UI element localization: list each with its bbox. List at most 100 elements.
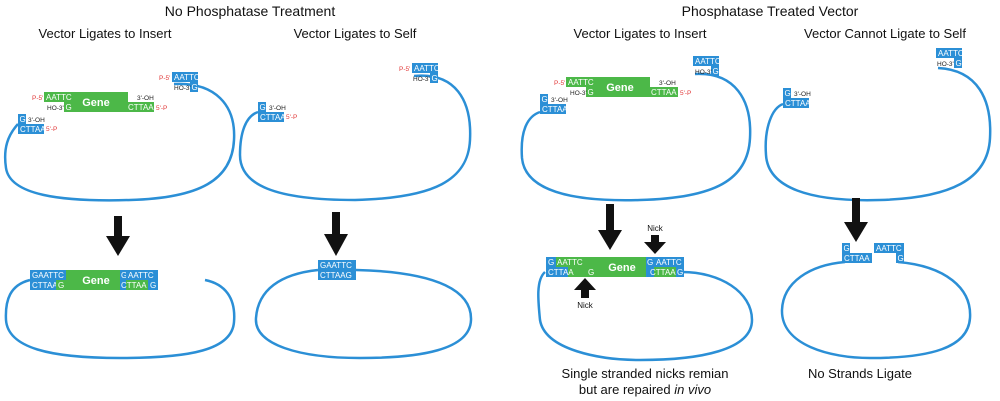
nick-arrow-bottom: Nick bbox=[574, 278, 596, 310]
panel1-closed-plasmid: GAATTC CTTAA G Gene G AATTC CTTAA G bbox=[4, 270, 236, 360]
arrow-panel2 bbox=[324, 212, 348, 256]
svg-text:G: G bbox=[713, 67, 719, 76]
panel4-title: Vector Cannot Ligate to Self bbox=[804, 26, 966, 41]
svg-text:CTTAA: CTTAA bbox=[650, 268, 676, 277]
svg-text:G: G bbox=[542, 95, 548, 104]
phosphate-5-label: 5'-P bbox=[46, 126, 57, 133]
vector-end-g bbox=[711, 66, 719, 76]
hydroxyl-3-label: 3'-OH bbox=[551, 97, 568, 104]
svg-text:AATTC: AATTC bbox=[656, 258, 682, 267]
svg-text:CTTAA: CTTAA bbox=[542, 105, 568, 114]
svg-text:G: G bbox=[432, 74, 438, 83]
hydroxyl-3-label: HO-3' bbox=[695, 69, 712, 76]
vector-backbone bbox=[3, 82, 236, 202]
vector-end-aattc bbox=[693, 56, 719, 66]
vector-backbone bbox=[254, 268, 473, 360]
panel1-title: Vector Ligates to Insert bbox=[39, 26, 172, 41]
arrow-panel1 bbox=[106, 216, 130, 256]
vector-backbone bbox=[537, 270, 754, 362]
hydroxyl-3-label: HO-3' bbox=[413, 76, 430, 83]
vector-end-g bbox=[430, 73, 438, 83]
svg-text:AATTC: AATTC bbox=[876, 244, 902, 253]
svg-text:G: G bbox=[844, 244, 850, 253]
hydroxyl-3-label: HO-3' bbox=[47, 105, 64, 112]
svg-text:CTTAA: CTTAA bbox=[548, 268, 574, 277]
svg-text:G: G bbox=[260, 103, 266, 112]
panel2-closed-plasmid: GAATTC CTTAAG bbox=[254, 260, 473, 360]
vector-end-aattc bbox=[412, 63, 438, 73]
panel4-open-vector: AATTC G HO-3' G CTTAA 3'-OH bbox=[764, 48, 992, 202]
svg-text:G: G bbox=[588, 268, 594, 277]
panel1-open-vector: AATTC G P-5' HO-3' G CTTAA 3'-OH 5'-P bbox=[3, 72, 236, 202]
svg-text:G: G bbox=[647, 258, 653, 267]
phosphate-5-label: P-5' bbox=[32, 95, 43, 102]
svg-text:G: G bbox=[651, 78, 657, 87]
nick-label: Nick bbox=[647, 224, 664, 233]
phosphate-5-label: P-5' bbox=[159, 75, 170, 82]
svg-text:CTTAA: CTTAA bbox=[785, 99, 811, 108]
vector-end-g bbox=[954, 58, 962, 68]
header-no-phosphatase: No Phosphatase Treatment bbox=[165, 3, 336, 19]
hydroxyl-3-label: 3'-OH bbox=[28, 117, 45, 124]
svg-text:AATTC: AATTC bbox=[414, 64, 440, 73]
nick-arrow-top: Nick bbox=[644, 224, 666, 254]
phosphate-5-label: 5'-P bbox=[680, 90, 691, 97]
phosphate-5-label: 5'-P bbox=[156, 105, 167, 112]
gene-label: Gene bbox=[608, 262, 636, 274]
hydroxyl-3-label: HO-3' bbox=[937, 61, 954, 68]
arrow-panel4 bbox=[844, 198, 868, 242]
svg-text:G: G bbox=[121, 271, 127, 280]
caption-panel3-line1: Single stranded nicks remian bbox=[562, 366, 729, 381]
svg-text:CTTAA: CTTAA bbox=[32, 281, 58, 290]
caption-panel3-line2: but are repaired in vivo bbox=[579, 382, 711, 397]
svg-text:CTTAA: CTTAA bbox=[20, 125, 46, 134]
svg-text:AATTC: AATTC bbox=[46, 93, 72, 102]
vector-end-aattc bbox=[172, 72, 198, 82]
svg-text:G: G bbox=[548, 258, 554, 267]
vector-end-g bbox=[258, 102, 266, 112]
svg-text:AATTC: AATTC bbox=[128, 271, 154, 280]
svg-text:AATTC: AATTC bbox=[174, 73, 200, 82]
phosphate-5-label: 5'-P bbox=[286, 114, 297, 121]
arrow-panel3 bbox=[598, 204, 622, 250]
svg-text:CTTAA: CTTAA bbox=[844, 254, 870, 263]
svg-text:G: G bbox=[898, 254, 904, 263]
svg-text:G: G bbox=[785, 89, 791, 98]
hydroxyl-3-label: 3'-OH bbox=[794, 91, 811, 98]
header-phosphatase-treated: Phosphatase Treated Vector bbox=[682, 3, 859, 19]
vector-backbone bbox=[4, 278, 236, 360]
svg-text:AATTC: AATTC bbox=[938, 49, 964, 58]
vector-end-cttaa bbox=[18, 124, 44, 134]
svg-text:CTTAA: CTTAA bbox=[260, 113, 286, 122]
svg-text:G: G bbox=[58, 281, 64, 290]
vector-end-aattc bbox=[936, 48, 962, 58]
svg-text:G: G bbox=[66, 103, 72, 112]
caption-panel4: No Strands Ligate bbox=[808, 366, 912, 381]
vector-end-g bbox=[18, 114, 26, 124]
svg-text:G: G bbox=[588, 88, 594, 97]
svg-text:AATTC: AATTC bbox=[695, 57, 721, 66]
vector-end-g bbox=[190, 82, 198, 92]
vector-backbone bbox=[238, 74, 472, 202]
nick-label: Nick bbox=[577, 301, 594, 310]
vector-backbone bbox=[520, 72, 752, 202]
svg-text:G: G bbox=[677, 268, 683, 277]
svg-text:CTTAAG: CTTAAG bbox=[320, 271, 352, 280]
svg-text:CTTAA: CTTAA bbox=[121, 281, 147, 290]
svg-text:G: G bbox=[20, 115, 26, 124]
svg-text:AATTC: AATTC bbox=[568, 78, 594, 87]
panel4-open-plasmid: G CTTAA AATTC G bbox=[780, 243, 972, 360]
vector-end-g bbox=[540, 94, 548, 104]
svg-text:CTTAA: CTTAA bbox=[651, 88, 677, 97]
svg-text:AATTC: AATTC bbox=[557, 258, 583, 267]
svg-text:G: G bbox=[192, 83, 198, 92]
vector-end-cttaa bbox=[783, 98, 809, 108]
gene-label: Gene bbox=[606, 82, 634, 94]
panel2-open-vector: AATTC G P-5' HO-3' G CTTAA 3'-OH 5'-P bbox=[238, 63, 472, 202]
vector-backbone bbox=[764, 66, 992, 202]
hydroxyl-3-label: HO-3' bbox=[174, 85, 191, 92]
svg-text:G: G bbox=[150, 281, 156, 290]
vector-backbone bbox=[780, 260, 972, 360]
phosphate-5-label: P-5' bbox=[399, 66, 410, 73]
